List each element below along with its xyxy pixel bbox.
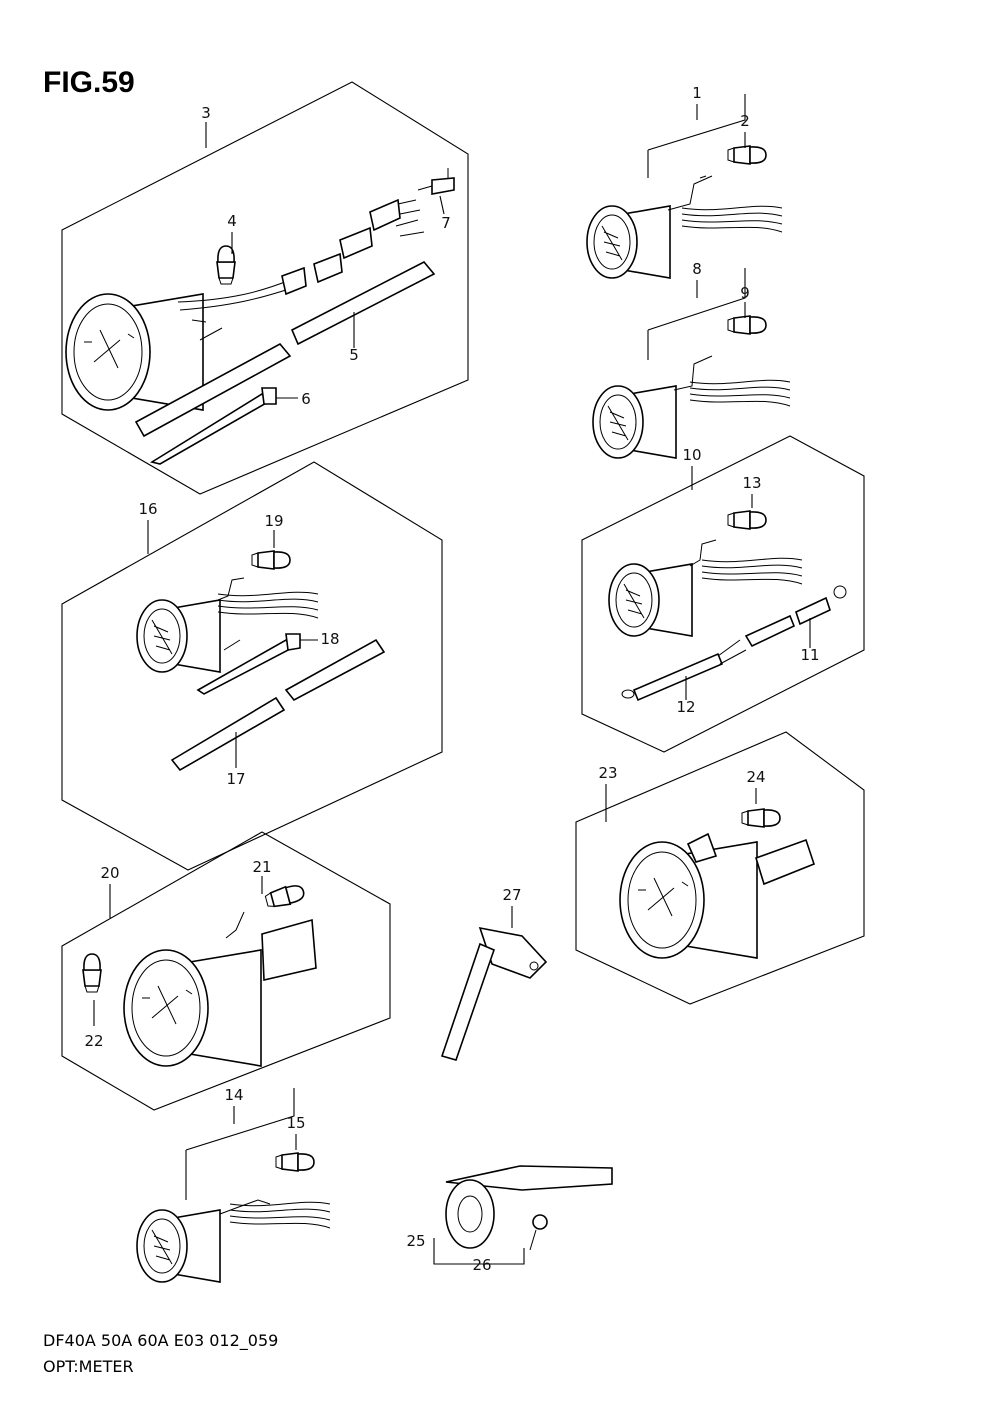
gauge-part-14 <box>136 1199 331 1283</box>
part-number-11: 11 <box>800 646 819 664</box>
bulb-part-9 <box>727 315 767 335</box>
part-number-7: 7 <box>441 214 451 232</box>
connector-part-7 <box>417 168 455 195</box>
part-number-19: 19 <box>264 512 283 530</box>
part-number-6: 6 <box>301 390 311 408</box>
bulb-part-2 <box>727 145 767 165</box>
sender-part-27 <box>440 926 548 1061</box>
bulb-part-13 <box>727 510 767 530</box>
gauge-part-23 <box>619 832 815 959</box>
part-number-9: 9 <box>740 284 750 302</box>
tie-part-18 <box>196 633 301 695</box>
leader-1 <box>647 94 746 178</box>
footer-section-name: OPT:METER <box>43 1357 134 1376</box>
bulb-part-19 <box>251 550 291 570</box>
part-number-23: 23 <box>598 764 617 782</box>
leader-8 <box>647 268 746 360</box>
part-number-24: 24 <box>746 768 765 786</box>
part-number-4: 4 <box>227 212 237 230</box>
bulb-part-15 <box>275 1152 315 1172</box>
part-number-25: 25 <box>406 1232 425 1250</box>
part-number-22: 22 <box>84 1032 103 1050</box>
gauge-part-10 <box>608 539 803 637</box>
tube-part-17 <box>170 638 386 772</box>
figure-title: FIG.59 <box>43 66 135 99</box>
part-number-14: 14 <box>224 1086 243 1104</box>
part-number-3: 3 <box>201 104 211 122</box>
part-number-8: 8 <box>692 260 702 278</box>
leader-25-26 <box>433 1238 525 1265</box>
gauge-part-3 <box>65 198 425 411</box>
box-group-20 <box>61 831 391 1111</box>
box-group-16 <box>61 461 443 871</box>
harness-part-12 <box>621 639 747 702</box>
bulb-part-22 <box>82 953 102 993</box>
part-number-13: 13 <box>742 474 761 492</box>
part-number-15: 15 <box>286 1114 305 1132</box>
leader-14 <box>185 1088 295 1200</box>
lever-part-25 <box>445 1165 613 1249</box>
part-number-12: 12 <box>676 698 695 716</box>
screw-part-26 <box>529 1214 548 1251</box>
gauge-part-16 <box>136 577 319 673</box>
part-number-26: 26 <box>472 1256 491 1274</box>
leader-10 <box>691 466 693 490</box>
box-group-3 <box>61 81 469 495</box>
part-number-18: 18 <box>320 630 339 648</box>
part-number-20: 20 <box>100 864 119 882</box>
part-number-27: 27 <box>502 886 521 904</box>
footer-model-code: DF40A 50A 60A E03 012_059 <box>43 1331 278 1351</box>
tube-part-5 <box>134 260 436 438</box>
leader-7 <box>439 195 445 215</box>
gauge-part-8 <box>592 355 791 459</box>
bulb-part-24 <box>741 808 781 828</box>
part-number-5: 5 <box>349 346 359 364</box>
part-number-17: 17 <box>226 770 245 788</box>
tie-part-6 <box>149 387 277 465</box>
gauge-part-20 <box>123 911 317 1067</box>
box-group-10 <box>581 435 865 753</box>
harness-part-11 <box>744 585 847 648</box>
part-number-10: 10 <box>682 446 701 464</box>
part-number-21: 21 <box>252 858 271 876</box>
part-number-2: 2 <box>740 112 750 130</box>
gauge-part-1 <box>586 175 783 279</box>
part-number-16: 16 <box>138 500 157 518</box>
bulb-part-21 <box>263 881 307 911</box>
box-group-23 <box>575 731 865 1005</box>
part-number-1: 1 <box>692 84 702 102</box>
